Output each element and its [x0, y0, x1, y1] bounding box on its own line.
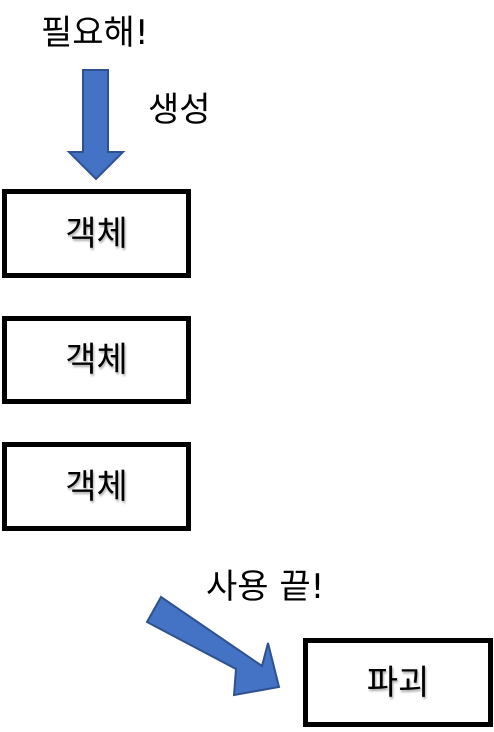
down-arrow-shape	[66, 69, 126, 181]
need-label: 필요해!	[41, 13, 149, 53]
object-box-2: 객체	[2, 316, 191, 404]
create-label: 생성	[148, 90, 211, 130]
done-label: 사용 끝!	[206, 567, 325, 607]
destroy-box: 파괴	[303, 638, 493, 727]
object-label: 객체	[65, 340, 128, 380]
object-box-1: 객체	[2, 189, 191, 278]
object-label: 객체	[65, 213, 128, 254]
object-label: 객체	[65, 466, 128, 507]
diagonal-arrow-shape	[145, 595, 281, 697]
destroy-label: 파괴	[366, 662, 430, 703]
object-box-3: 객체	[2, 442, 191, 531]
